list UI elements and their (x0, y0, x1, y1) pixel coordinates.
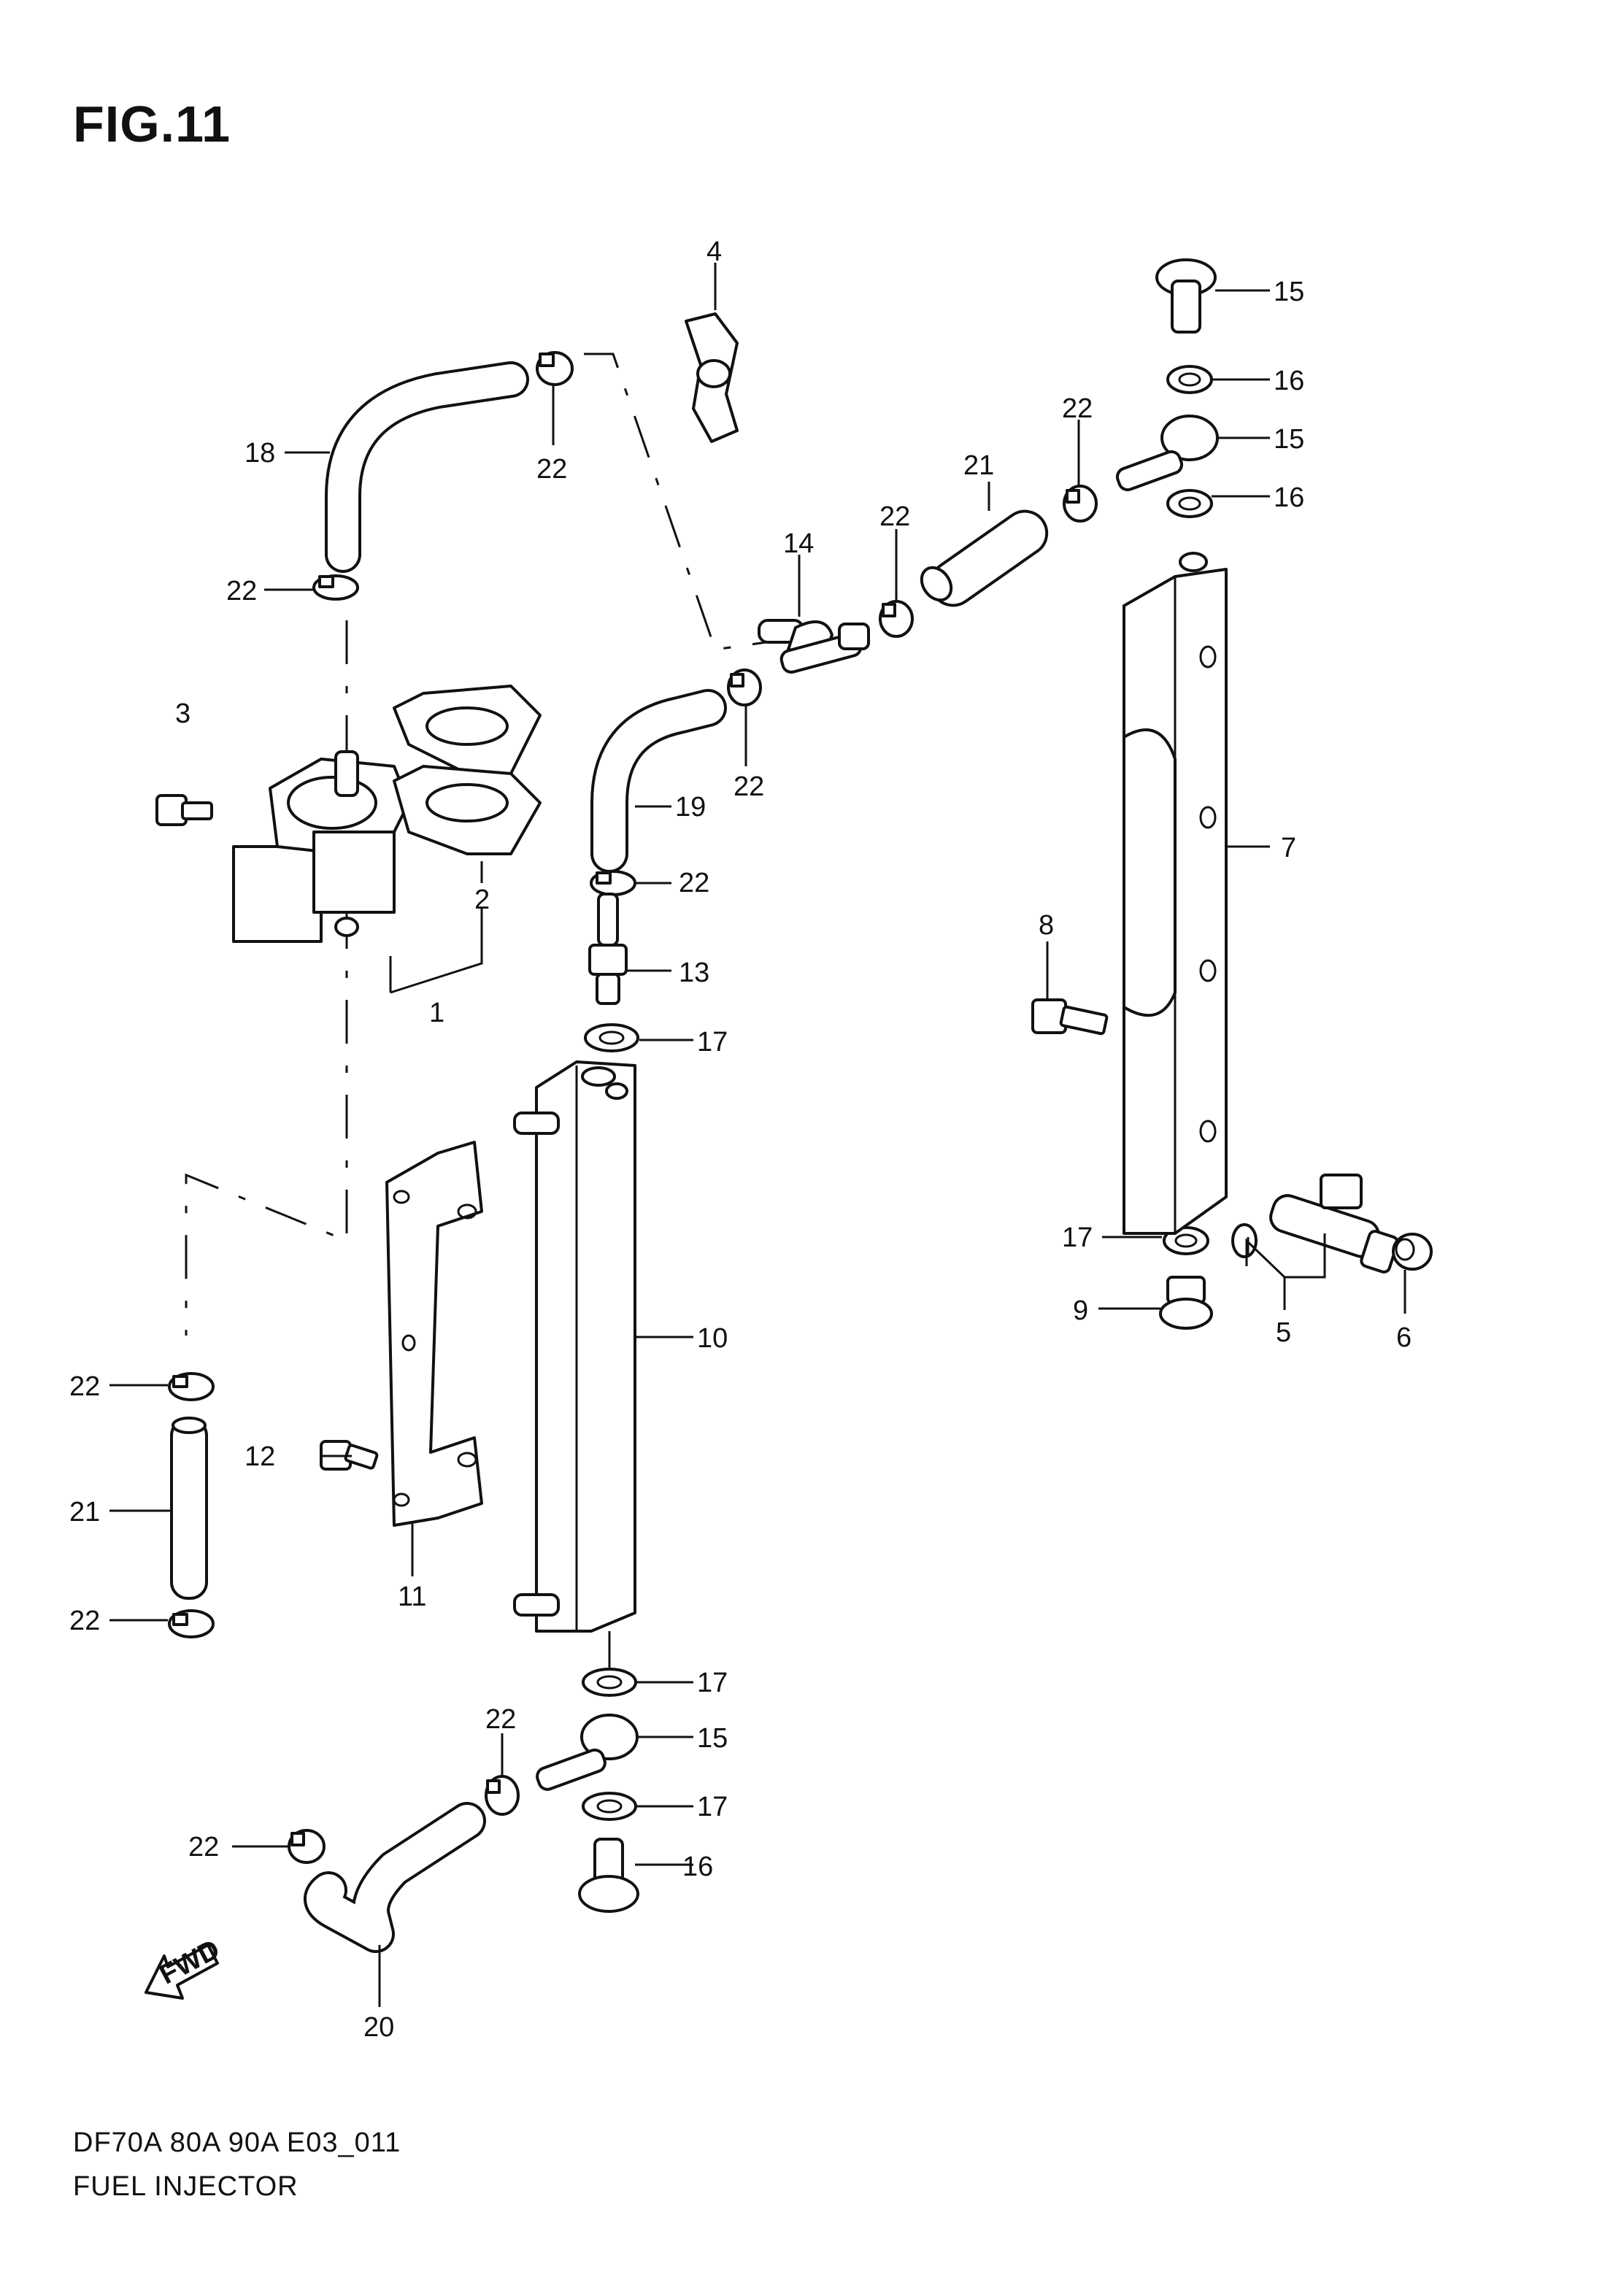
callout-10: 10 (697, 1323, 728, 1354)
banjo-fitting-15 (1115, 415, 1219, 492)
hose-clip-icon (1063, 485, 1098, 523)
hose-clip-icon (536, 351, 574, 386)
callout-14: 14 (783, 528, 814, 559)
leader-lines (109, 263, 1406, 2007)
hose-clip-icon (590, 870, 636, 896)
pipe-14 (758, 619, 870, 674)
callout-20: 20 (363, 2012, 394, 2043)
callout-7: 7 (1281, 833, 1296, 863)
callout-12: 12 (245, 1441, 275, 1472)
fwd-label: FWD (155, 1934, 225, 1991)
callout-17: 16 (1274, 482, 1304, 513)
washer-17 (1166, 365, 1213, 394)
callout-13: 13 (679, 958, 709, 988)
callout-22: 22 (485, 1704, 516, 1735)
callout-6: 6 (1396, 1322, 1412, 1353)
callout-16: 16 (682, 1852, 713, 1882)
callout-4: 4 (706, 236, 722, 267)
washer-17 (1166, 489, 1213, 518)
callout-17: 17 (697, 1792, 728, 1822)
connection-line (185, 620, 348, 1336)
callout-22: 22 (679, 868, 709, 898)
callout-17: 17 (697, 1027, 728, 1058)
callout-22: 22 (536, 454, 567, 485)
washer-17 (582, 1668, 637, 1697)
hose-clip-icon (727, 669, 762, 706)
bracket-2 (393, 685, 542, 855)
clamp-4 (685, 312, 739, 443)
hose-clip-icon (168, 1609, 215, 1638)
callout-15: 15 (1274, 424, 1304, 455)
hose-21 (920, 509, 1049, 607)
hose-clip-icon (879, 600, 914, 638)
callout-2: 2 (474, 885, 490, 915)
callout-22: 22 (69, 1606, 100, 1636)
hose-18 (325, 361, 529, 573)
callout-1: 1 (429, 998, 444, 1028)
callout-22: 22 (734, 771, 764, 802)
figure-title: FIG.11 (73, 96, 231, 153)
callout-17: 16 (1274, 366, 1304, 396)
hose-20 (304, 1802, 486, 1953)
union-bolt-16 (578, 1838, 639, 1913)
callout-15: 15 (697, 1723, 728, 1754)
callout-21: 21 (963, 450, 994, 481)
banjo-fitting-15 (536, 1714, 639, 1791)
hose-clip-icon (168, 1372, 215, 1401)
callout-22: 22 (1062, 393, 1093, 424)
callout-17: 17 (1062, 1222, 1093, 1253)
callout-18: 18 (245, 438, 275, 469)
callout-19: 19 (675, 792, 706, 823)
bracket-11 (385, 1141, 483, 1527)
connection-line (584, 353, 767, 651)
callout-9: 9 (1073, 1295, 1088, 1326)
washer-17 (582, 1792, 637, 1821)
callout-22: 22 (879, 501, 910, 532)
callout-16: 15 (1274, 277, 1304, 307)
fitting-13 (588, 893, 628, 1005)
callout-5: 5 (1276, 1317, 1291, 1348)
hose-clip-icon (312, 574, 359, 601)
callout-22: 22 (69, 1371, 100, 1402)
plug-9 (1159, 1276, 1213, 1330)
washer-17 (584, 1023, 639, 1052)
callout-22: 22 (188, 1832, 219, 1862)
union-bolt-16 (1155, 258, 1217, 334)
callout-8: 8 (1039, 910, 1054, 941)
bolt-3 (155, 794, 213, 826)
throttle-body-1 (232, 750, 410, 943)
fuel-rail-10 (513, 1060, 636, 1633)
callout-21: 21 (69, 1497, 100, 1528)
diagram-code: DF70A 80A 90A E03_011 (73, 2127, 401, 2158)
bolt-8 (1031, 998, 1109, 1036)
o-ring (1231, 1223, 1258, 1258)
hose-clip-icon (288, 1829, 326, 1864)
hose-21 (170, 1417, 208, 1600)
fuel-injector-5 (1269, 1174, 1399, 1274)
forward-arrow-icon: FWD (145, 1934, 225, 2000)
callout-11: 11 (398, 1582, 426, 1612)
cap-6 (1392, 1233, 1433, 1271)
diagram-name: FUEL INJECTOR (73, 2171, 299, 2202)
hose-19 (590, 689, 727, 873)
hose-clip-icon (485, 1775, 520, 1816)
callout-3: 3 (175, 698, 190, 729)
callout-17: 17 (697, 1668, 728, 1698)
callout-22: 22 (226, 576, 257, 606)
fuel-rail-7 (1123, 552, 1228, 1235)
